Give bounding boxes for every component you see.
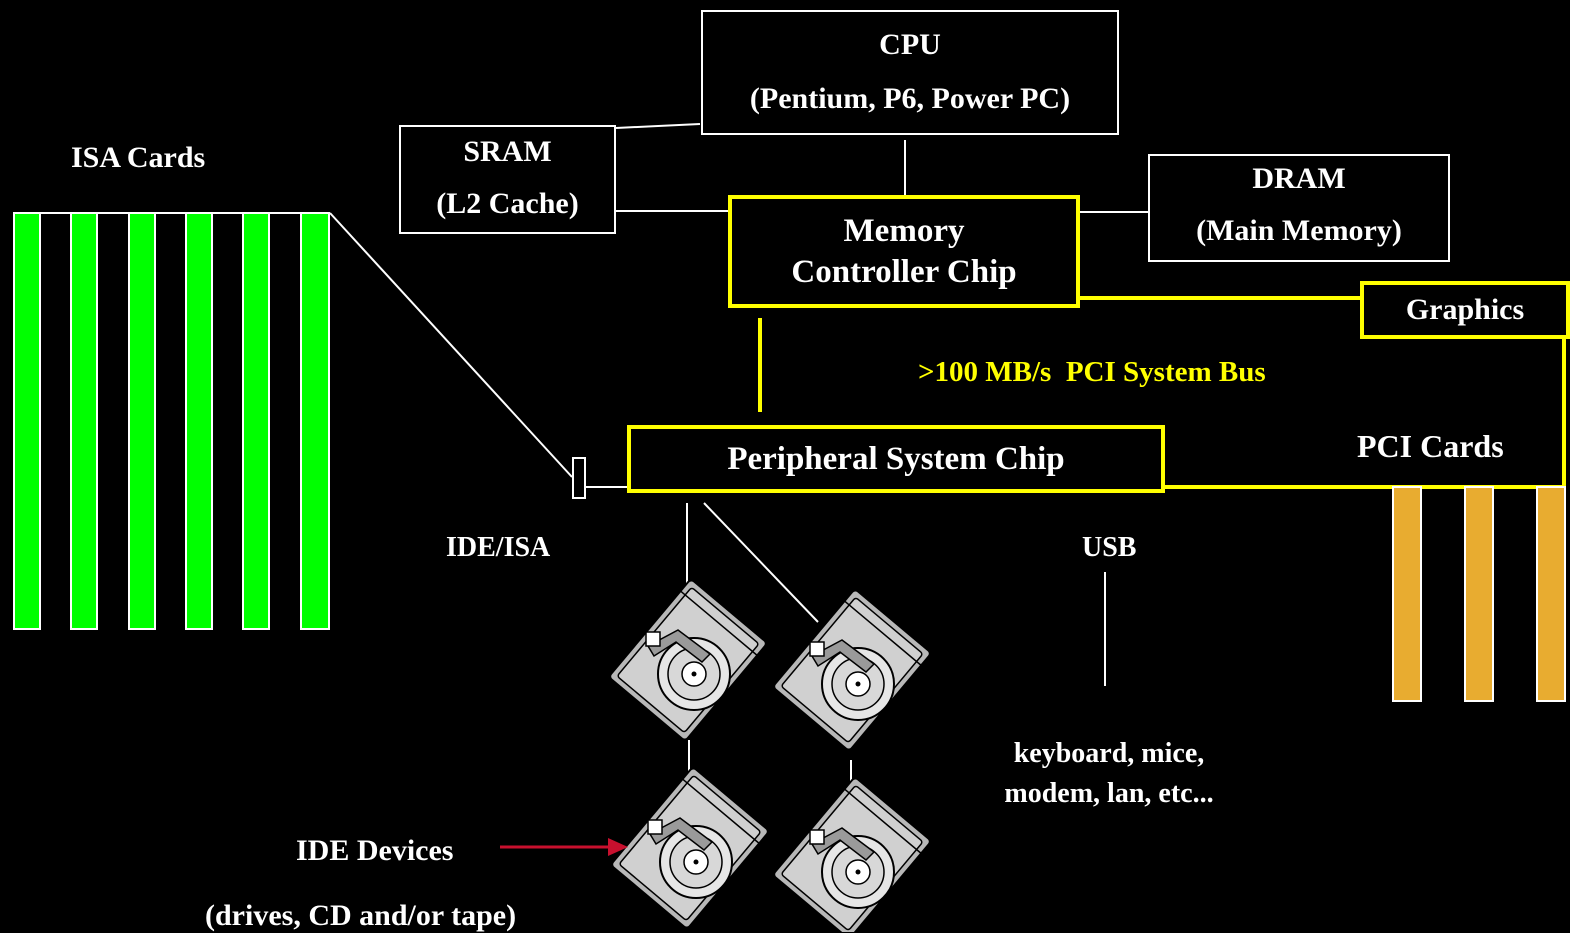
isa-card: [301, 213, 329, 629]
isa-bus-diagonal-line: [330, 213, 572, 477]
memory-controller-line1: Memory: [732, 213, 1076, 250]
isa-card: [243, 213, 269, 629]
graphics-label: Graphics: [1364, 285, 1566, 335]
ide-devices-subtitle: (drives, CD and/or tape): [205, 899, 516, 933]
sram-box: SRAM (L2 Cache): [399, 125, 616, 234]
ide-isa-label: IDE/ISA: [446, 532, 550, 564]
graphics-box: Graphics: [1360, 281, 1570, 339]
usb-devices-label: keyboard, mice, modem, lan, etc...: [960, 734, 1258, 814]
isa-cards-label: ISA Cards: [71, 141, 205, 175]
cpu-box: CPU (Pentium, P6, Power PC): [701, 10, 1119, 135]
sram-title: SRAM: [401, 135, 614, 169]
isa-card: [129, 213, 155, 629]
isa-card: [186, 213, 212, 629]
memory-controller-line2: Controller Chip: [732, 254, 1076, 291]
pci-bus-label: >100 MB/s PCI System Bus: [918, 356, 1266, 389]
hard-drive-icon: [773, 589, 932, 751]
hard-drive-icon: [773, 777, 932, 932]
pci-cards-label: PCI Cards: [1357, 428, 1504, 465]
isa-card: [71, 213, 97, 629]
peripheral-chip-label: Peripheral System Chip: [631, 429, 1161, 489]
ide-devices-label: IDE Devices: [296, 834, 453, 868]
hard-drive-icon: [609, 579, 768, 741]
pci-card: [1537, 487, 1565, 701]
isa-card: [14, 213, 40, 629]
peripheral-chip-box: Peripheral System Chip: [627, 425, 1165, 493]
dram-title: DRAM: [1150, 162, 1448, 196]
pci-card-slots: [1393, 487, 1565, 701]
dram-box: DRAM (Main Memory): [1148, 154, 1450, 262]
dram-subtitle: (Main Memory): [1150, 214, 1448, 248]
sram-subtitle: (L2 Cache): [401, 187, 614, 221]
sram-to-cpu-line: [616, 124, 700, 128]
usb-devices-line1: keyboard, mice,: [960, 734, 1258, 774]
isa-card-slots: [14, 213, 329, 629]
ide-isa-connector: [573, 458, 585, 498]
cpu-subtitle: (Pentium, P6, Power PC): [703, 82, 1117, 116]
cpu-title: CPU: [703, 28, 1117, 62]
pci-card: [1393, 487, 1421, 701]
arrow-right-icon: [500, 838, 628, 856]
pci-card: [1465, 487, 1493, 701]
usb-devices-line2: modem, lan, etc...: [960, 774, 1258, 814]
hard-drive-icon: [611, 767, 770, 929]
memory-controller-box: Memory Controller Chip: [728, 195, 1080, 308]
usb-label: USB: [1082, 532, 1136, 564]
